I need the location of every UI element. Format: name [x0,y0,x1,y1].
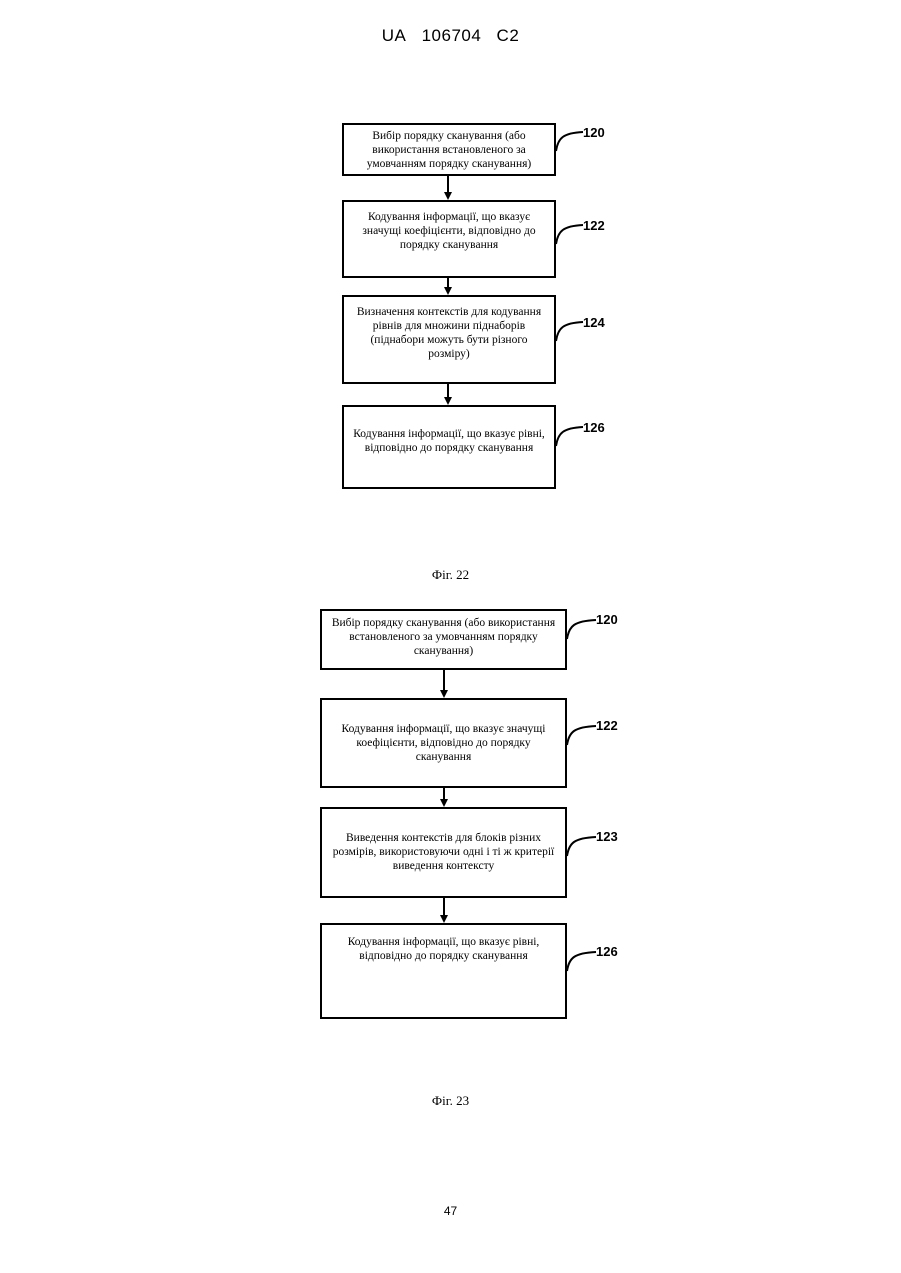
fig22-arrow-3 [447,384,449,397]
fig23-step-122-box: Кодування інформації, що вказує значущі … [320,698,567,788]
header-number: 106704 [422,26,482,45]
fig23-leader-122 [566,720,598,746]
fig23-arrowhead-1 [440,690,448,698]
fig22-caption: Фіг. 22 [0,567,901,583]
fig23-step-122-text: Кодування інформації, що вказує значущі … [330,722,557,764]
fig22-step-124-box: Визначення контекстів для кодування рівн… [342,295,556,384]
patent-header: UA 106704 C2 [0,26,901,46]
fig23-leader-120 [566,614,598,640]
fig23-leader-123 [566,831,598,857]
fig22-arrowhead-1 [444,192,452,200]
fig23-arrow-1 [443,670,445,690]
fig23-ref-123: 123 [596,829,618,844]
fig23-step-120-box: Вибір порядку сканування (або використан… [320,609,567,670]
fig23-step-126-text: Кодування інформації, що вказує рівні, в… [330,935,557,963]
fig23-step-120-text: Вибір порядку сканування (або використан… [330,616,557,658]
fig23-arrow-3 [443,898,445,915]
fig22-arrowhead-2 [444,287,452,295]
fig22-leader-120 [555,126,585,152]
fig22-step-122-text: Кодування інформації, що вказує значущі … [352,210,546,252]
page-number: 47 [0,1204,901,1218]
fig23-ref-120: 120 [596,612,618,627]
fig23-caption: Фіг. 23 [0,1093,901,1109]
fig23-leader-126 [566,946,598,972]
fig22-leader-122 [555,219,585,245]
fig22-step-126-box: Кодування інформації, що вказує рівні, в… [342,405,556,489]
fig22-step-120-box: Вибір порядку сканування (або використан… [342,123,556,176]
fig23-ref-122: 122 [596,718,618,733]
header-kind: C2 [497,26,520,45]
fig23-step-123-text: Виведення контекстів для блоків різних р… [330,831,557,873]
fig22-step-126-text: Кодування інформації, що вказує рівні, в… [352,427,546,455]
fig22-arrow-2 [447,278,449,287]
fig23-ref-126: 126 [596,944,618,959]
fig23-arrow-2 [443,788,445,799]
fig22-arrow-1 [447,176,449,192]
fig22-step-124-text: Визначення контекстів для кодування рівн… [352,305,546,361]
fig22-leader-124 [555,316,585,342]
fig22-ref-120: 120 [583,125,605,140]
fig22-arrowhead-3 [444,397,452,405]
fig23-step-123-box: Виведення контекстів для блоків різних р… [320,807,567,898]
header-country: UA [382,26,407,45]
fig22-ref-124: 124 [583,315,605,330]
fig22-leader-126 [555,421,585,447]
fig22-step-120-text: Вибір порядку сканування (або використан… [352,129,546,171]
fig23-arrowhead-3 [440,915,448,923]
fig23-arrowhead-2 [440,799,448,807]
fig22-step-122-box: Кодування інформації, що вказує значущі … [342,200,556,278]
fig23-step-126-box: Кодування інформації, що вказує рівні, в… [320,923,567,1019]
fig22-ref-126: 126 [583,420,605,435]
fig22-ref-122: 122 [583,218,605,233]
